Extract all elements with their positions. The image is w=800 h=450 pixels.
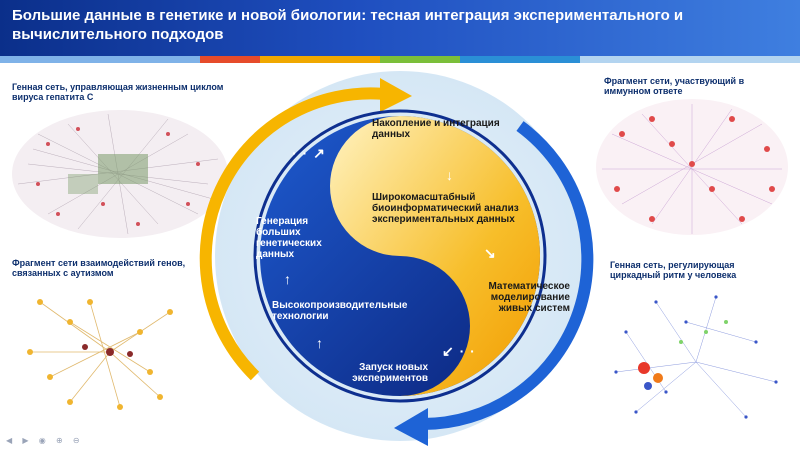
cycle-diagram (199, 71, 594, 446)
up-arrow-icon: ↑ (284, 271, 291, 287)
label-analysis: Широкомасштабный биоинформатический анал… (372, 192, 519, 225)
circadian-network-image (614, 295, 778, 419)
label-immune-network: Фрагмент сети, участвующий в иммунном от… (604, 76, 745, 96)
label-circadian-network: Генная сеть, регулирующая циркадный ритм… (610, 260, 737, 280)
slide-controls[interactable]: ◀ ▶ ◉ ⊕ ⊖ (6, 436, 84, 445)
color-stripe-5 (460, 56, 580, 63)
dotted-arrow-icon: · · ↗ (292, 145, 326, 161)
label-modeling: Математическое моделирование живых систе… (488, 281, 570, 314)
label-launch: Запуск новых экспериментов (352, 362, 428, 384)
immune-network-image (596, 99, 788, 235)
down-right-arrow-icon: ↘ (484, 245, 496, 261)
header-bar: Большие данные в генетике и новой биолог… (0, 0, 800, 56)
color-stripe-3 (260, 56, 380, 63)
color-stripe-2 (200, 56, 260, 63)
hepatitis-network-image (12, 110, 228, 238)
label-hepatitis-network: Генная сеть, управляющая жизненным цикло… (12, 82, 224, 102)
color-stripe-4 (380, 56, 460, 63)
down-arrow-icon: ↓ (446, 167, 453, 183)
label-hightech: Высокопроизводительные технологии (272, 300, 408, 322)
up-arrow-icon: ↑ (316, 335, 323, 351)
label-generation: Генерация больших генетических данных (256, 216, 322, 260)
label-autism-network: Фрагмент сети взаимодействий генов, связ… (12, 258, 186, 278)
page-title: Большие данные в генетике и новой биолог… (12, 7, 684, 43)
dotted-arrow-icon: ↙ · · (442, 343, 476, 359)
color-stripe-1 (0, 56, 200, 63)
autism-network-image (27, 299, 173, 410)
color-stripe-6 (580, 56, 800, 63)
label-accumulation: Накопление и интеграция данных (372, 118, 500, 140)
